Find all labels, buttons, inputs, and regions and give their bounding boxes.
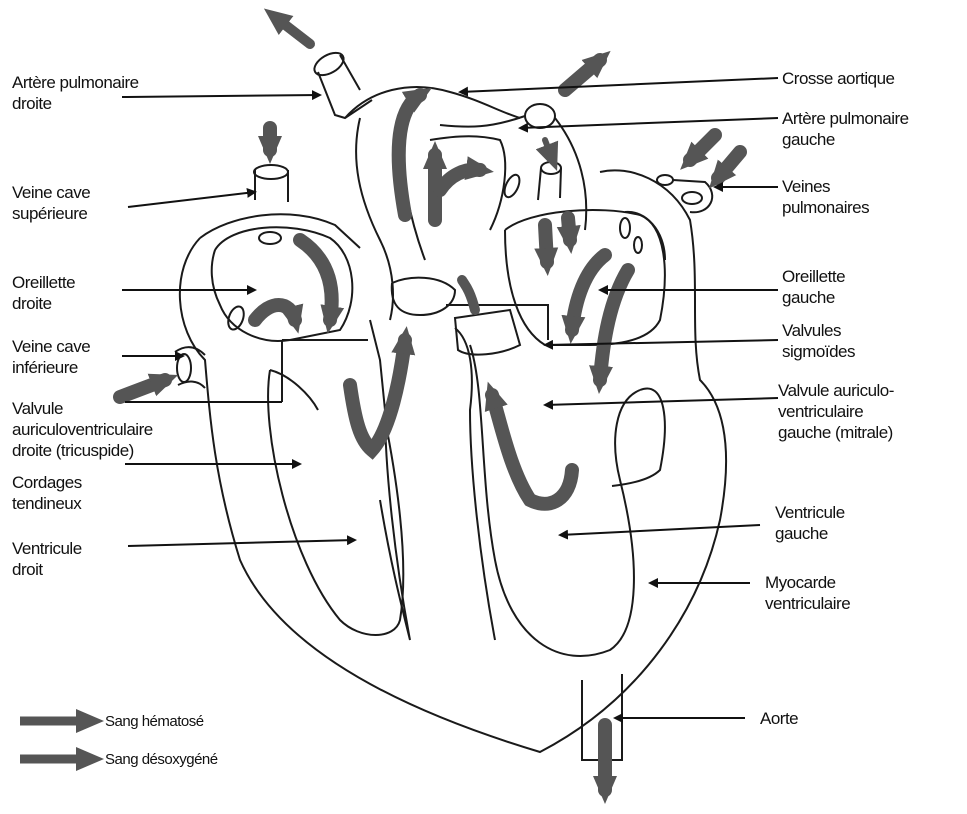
legend-hematose-label: Sang hématosé <box>105 711 204 732</box>
label-valvule-av-droite: Valvule auriculoventriculaire droite (tr… <box>12 398 153 461</box>
label-veines-pulmonaires: Veines pulmonaires <box>782 176 869 218</box>
label-valvules-sigmoides: Valvules sigmoïdes <box>782 320 855 362</box>
label-oreillette-droite: Oreillette droite <box>12 272 75 314</box>
label-valvule-av-gauche: Valvule auriculo- ventriculaire gauche (… <box>778 380 894 443</box>
label-artere-pulmonaire-gauche: Artère pulmonaire gauche <box>782 108 909 150</box>
legend-desoxygene-label: Sang désoxygéné <box>105 749 218 770</box>
label-ventricule-droit: Ventricule droit <box>12 538 82 580</box>
label-artere-pulmonaire-droite: Artère pulmonaire droite <box>12 72 139 114</box>
label-crosse-aortique: Crosse aortique <box>782 68 895 89</box>
label-myocarde-ventriculaire: Myocarde ventriculaire <box>765 572 850 614</box>
legend-swatches <box>20 721 90 759</box>
blood-flow-arrows <box>120 17 740 790</box>
label-cordages-tendineux: Cordages tendineux <box>12 472 82 514</box>
heart-outline <box>175 48 726 760</box>
label-veine-cave-inferieure: Veine cave inférieure <box>12 336 90 378</box>
label-veine-cave-superieure: Veine cave supérieure <box>12 182 90 224</box>
label-aorte: Aorte <box>760 708 798 729</box>
label-ventricule-gauche: Ventricule gauche <box>775 502 845 544</box>
label-oreillette-gauche: Oreillette gauche <box>782 266 845 308</box>
